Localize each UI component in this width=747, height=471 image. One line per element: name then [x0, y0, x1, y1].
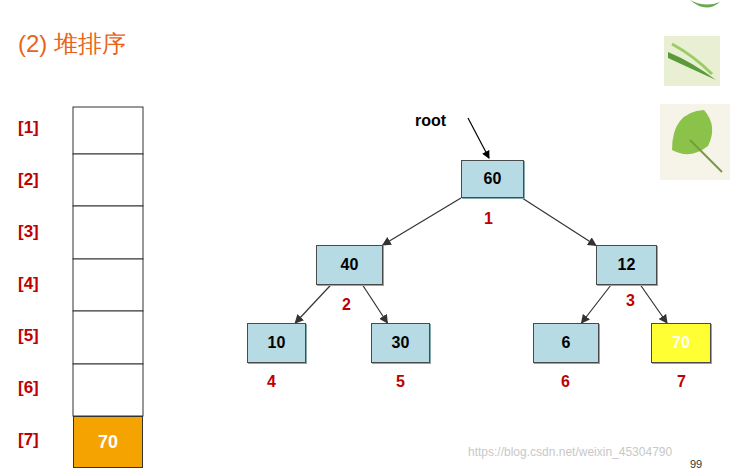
- tree-edge: [640, 285, 667, 323]
- node-index: 2: [342, 296, 351, 314]
- heap-node: 6: [533, 323, 599, 363]
- tree-edge: [363, 285, 388, 323]
- heap-node: 40: [316, 245, 383, 285]
- tree-edge: [582, 285, 611, 323]
- heap-node: 12: [596, 245, 657, 285]
- index-label: [7]: [18, 430, 39, 450]
- node-value: 30: [392, 334, 410, 352]
- page-number: 99: [690, 458, 702, 470]
- array-cell: [73, 259, 143, 311]
- index-label: [5]: [18, 326, 39, 346]
- array-cell: [73, 206, 143, 259]
- leaf-photo: [660, 104, 730, 180]
- node-value: 70: [672, 334, 690, 352]
- index-label: [3]: [18, 222, 39, 242]
- node-value: 6: [562, 334, 571, 352]
- node-index: 4: [267, 373, 276, 391]
- node-value: 10: [268, 334, 286, 352]
- array-cells: [73, 107, 143, 416]
- heap-node-highlight: 70: [651, 323, 711, 363]
- slide-title: (2) 堆排序: [18, 28, 126, 60]
- array-cell: 70: [73, 416, 143, 468]
- heap-node: 60: [461, 160, 524, 198]
- node-index: 7: [677, 373, 686, 391]
- node-index: 5: [396, 373, 405, 391]
- node-value: 12: [618, 256, 636, 274]
- node-index: 3: [626, 292, 635, 310]
- watermark: https://blog.csdn.net/weixin_45304790: [468, 445, 672, 459]
- tree-edge: [522, 198, 596, 245]
- index-label: [2]: [18, 170, 39, 190]
- array-cell: [73, 364, 143, 416]
- node-index: 1: [484, 210, 493, 228]
- index-label: [4]: [18, 274, 39, 294]
- leaf-decoration: [660, 0, 730, 180]
- heap-node: 30: [371, 323, 430, 363]
- array-cell: [73, 154, 143, 206]
- array-cell: [73, 107, 143, 154]
- index-label: [6]: [18, 378, 39, 398]
- array-cell: [73, 311, 143, 364]
- root-pointer: [468, 118, 489, 158]
- heap-node: 10: [247, 323, 306, 363]
- node-index: 6: [561, 373, 570, 391]
- node-value: 40: [341, 256, 359, 274]
- index-label: [1]: [18, 118, 39, 138]
- root-label: root: [415, 112, 446, 130]
- tree-edge: [295, 285, 331, 323]
- node-value: 70: [98, 432, 118, 453]
- tree-edge: [383, 198, 461, 245]
- leaf-photo: [664, 36, 720, 86]
- node-value: 60: [484, 170, 502, 188]
